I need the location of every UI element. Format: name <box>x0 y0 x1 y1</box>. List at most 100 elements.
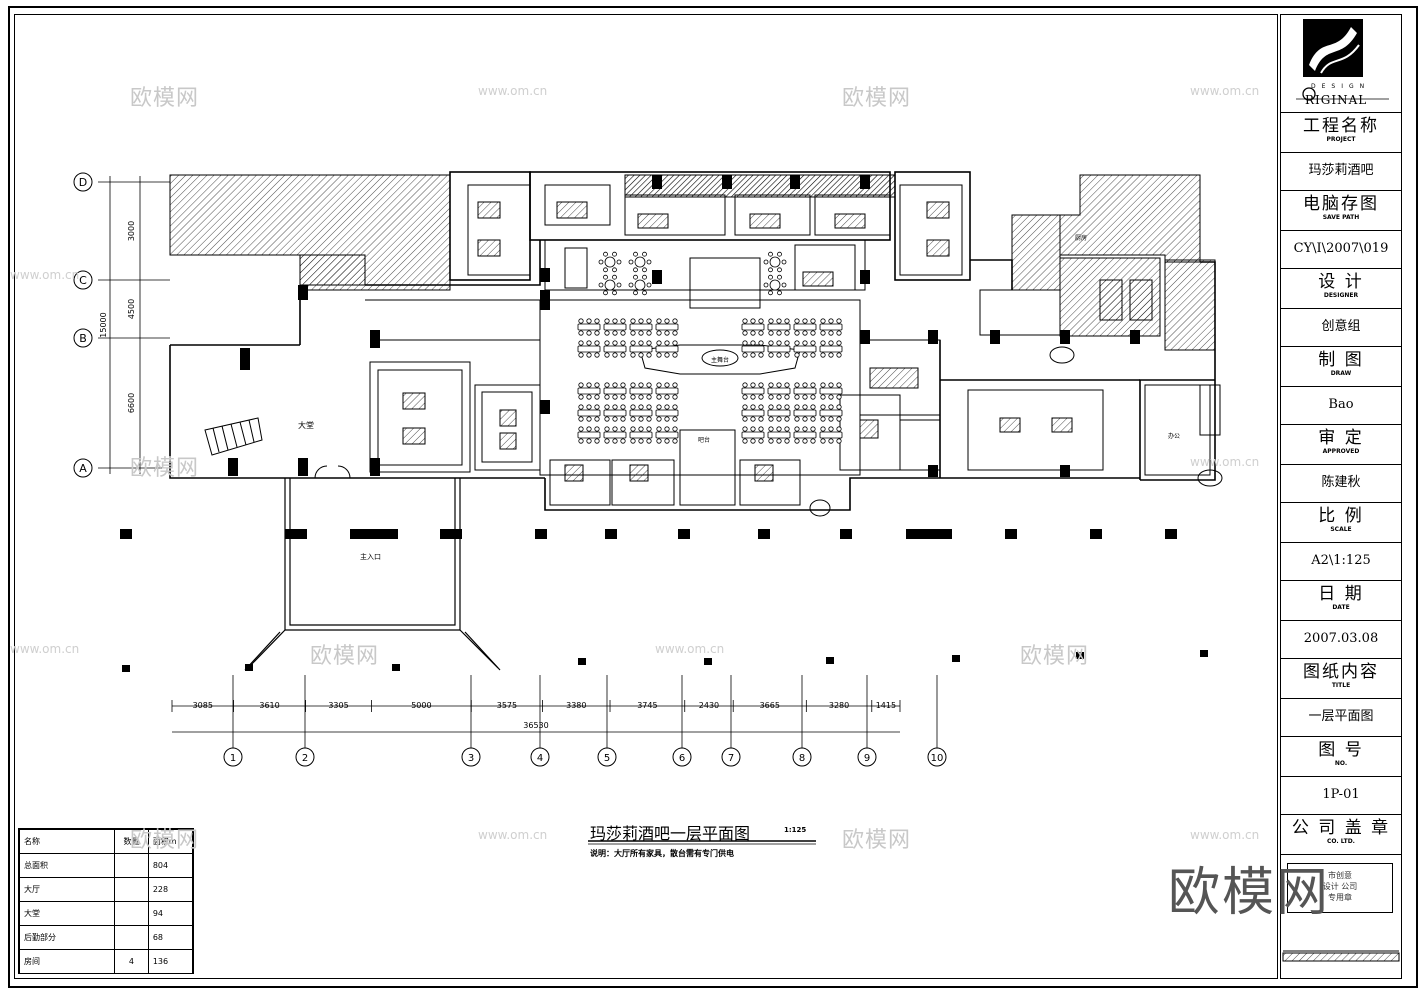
chair <box>620 426 626 432</box>
bar-table <box>577 409 601 417</box>
bar-table <box>629 409 653 417</box>
chair <box>784 352 790 358</box>
column-dimension: 3380 <box>566 701 586 710</box>
chair <box>781 259 787 265</box>
chair <box>578 438 584 444</box>
chair <box>620 330 626 336</box>
chair <box>612 394 618 400</box>
chair <box>578 404 584 410</box>
column-dimension: 3575 <box>497 701 517 710</box>
brand-name: RIGINAL <box>1305 93 1368 107</box>
column-axis-label: 1 <box>230 753 236 764</box>
chair <box>768 251 773 257</box>
chair <box>638 416 644 422</box>
chair <box>664 330 670 336</box>
draw-value-cell: Bao <box>1281 387 1401 425</box>
row-axis-bubble <box>73 270 93 290</box>
chair <box>638 330 644 336</box>
chair <box>594 394 600 400</box>
chair <box>784 438 790 444</box>
designer-value-cell: 创意组 <box>1281 309 1401 347</box>
chair <box>768 404 774 410</box>
company-logo: DESIGN RIGINAL <box>1281 15 1401 113</box>
chair <box>586 330 592 336</box>
column-dimension: 3745 <box>637 701 657 710</box>
chair <box>794 352 800 358</box>
chair <box>802 404 808 410</box>
chair <box>672 352 678 358</box>
chair <box>758 394 764 400</box>
chair <box>646 416 652 422</box>
chair <box>836 382 842 388</box>
column-axis-label: 8 <box>799 753 805 764</box>
bar-table <box>577 323 601 331</box>
row-dimension-total: 15000 <box>99 312 108 337</box>
chair <box>586 404 592 410</box>
content-label-cell: 图纸内容 TITLE <box>1281 659 1401 699</box>
chair <box>777 274 782 280</box>
chair <box>664 404 670 410</box>
approved-value-cell: 陈建秋 <box>1281 465 1401 503</box>
bar-table <box>767 387 791 395</box>
draw-label-cell: 制 图 DRAW <box>1281 347 1401 387</box>
chair <box>742 394 748 400</box>
chair <box>784 404 790 410</box>
chair <box>794 404 800 410</box>
column-axis-label: 3 <box>468 753 474 764</box>
chair <box>578 426 584 432</box>
chair <box>781 282 787 288</box>
round-table <box>604 279 616 291</box>
column-dimension: 3665 <box>760 701 780 710</box>
chair <box>646 330 652 336</box>
project-label-cell: 工程名称 PROJECT <box>1281 113 1401 153</box>
chair <box>794 438 800 444</box>
column-axis-bubble <box>927 747 947 767</box>
sheet-outer-border <box>8 6 1418 988</box>
chair <box>763 282 769 288</box>
chair <box>604 438 610 444</box>
chair <box>784 318 790 324</box>
chair <box>794 340 800 346</box>
column-dimension: 3085 <box>193 701 213 710</box>
chair <box>586 426 592 432</box>
chair <box>664 318 670 324</box>
chair <box>656 438 662 444</box>
chair <box>630 426 636 432</box>
chair <box>620 404 626 410</box>
column-axis-bubble <box>295 747 315 767</box>
bar-table <box>767 345 791 353</box>
chair <box>630 382 636 388</box>
chair <box>604 394 610 400</box>
bar-table <box>577 387 601 395</box>
chair <box>768 267 773 273</box>
chair <box>672 382 678 388</box>
chair <box>828 438 834 444</box>
column-axis-label: 10 <box>931 753 944 764</box>
chair <box>810 394 816 400</box>
bar-table <box>629 431 653 439</box>
chair <box>828 404 834 410</box>
chair <box>763 259 769 265</box>
column-axis-label: 6 <box>679 753 685 764</box>
chair <box>802 438 808 444</box>
company-stamp: 市创意 设计 公司 专用章 <box>1287 863 1393 913</box>
chair <box>802 416 808 422</box>
chair <box>776 394 782 400</box>
chair <box>594 340 600 346</box>
chair <box>836 404 842 410</box>
chair <box>620 416 626 422</box>
content-value-cell: 一层平面图 <box>1281 699 1401 737</box>
watermark-url: www.om.cn <box>1190 84 1260 98</box>
chair <box>656 340 662 346</box>
chair <box>578 416 584 422</box>
chair <box>768 394 774 400</box>
chair <box>638 340 644 346</box>
chair <box>638 352 644 358</box>
save-path-value-cell: CY\I\2007\019 <box>1281 231 1401 269</box>
watermark-big: 欧模网 <box>1168 863 1331 923</box>
bar-table <box>629 387 653 395</box>
watermark-url: www.om.cn <box>10 642 80 656</box>
chair <box>672 404 678 410</box>
chair <box>630 318 636 324</box>
